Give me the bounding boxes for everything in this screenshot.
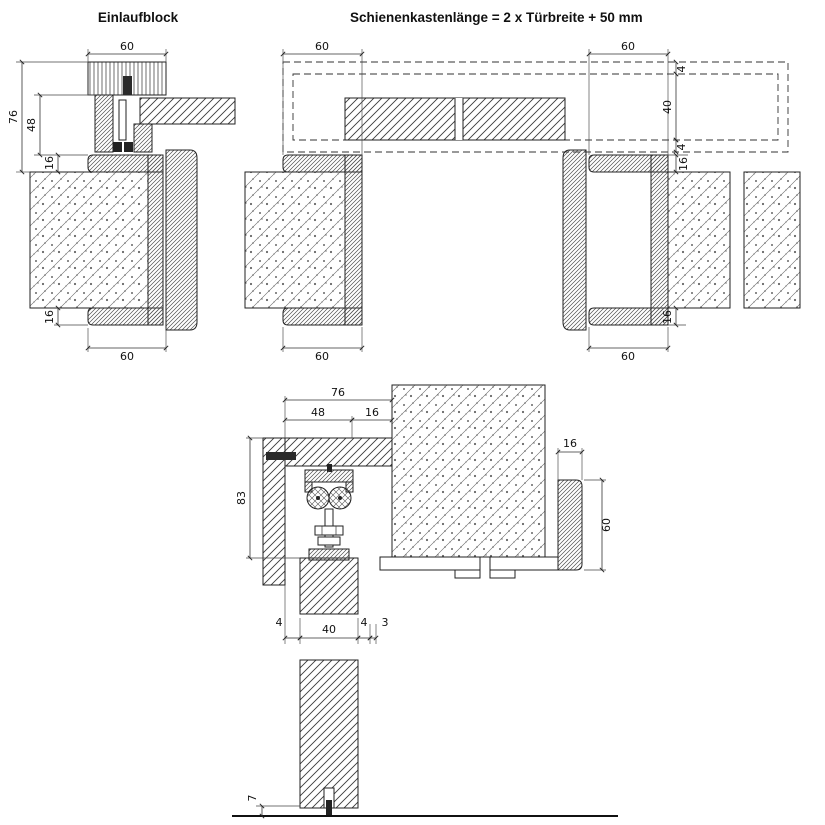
floor-guide-pin <box>326 800 332 816</box>
door-panel-joint <box>455 98 463 140</box>
dim-section-4-left: 4 <box>276 616 283 629</box>
dim-left-top-60: 60 <box>120 40 134 53</box>
dim-section-16-top: 16 <box>365 406 379 419</box>
frame-end-strip <box>650 154 669 326</box>
dim-section-16-frame: 16 <box>563 437 577 450</box>
dim-section-40: 40 <box>322 623 336 636</box>
dim-section-4-right: 4 <box>361 616 368 629</box>
door-leaf-upper <box>299 557 359 615</box>
seal-left <box>113 142 122 152</box>
wall-right-b <box>743 171 801 309</box>
soffit-hook-right <box>489 569 516 579</box>
title-einlaufblock: Einlaufblock <box>98 10 179 25</box>
door-leaf-lower <box>299 659 359 809</box>
running-rail <box>304 469 354 483</box>
dim-right-gap-bottom-4: 4 <box>675 144 688 151</box>
dim-middle-bottom-60: 60 <box>315 350 329 363</box>
dim-section-7: 7 <box>246 795 259 802</box>
lock-nut <box>317 536 341 546</box>
plan-left-dimensions: 60 76 48 16 16 60 <box>7 40 169 363</box>
wheel-axle-right <box>338 496 342 500</box>
titles: Einlaufblock Schienenkastenlänge = 2 x T… <box>98 10 643 25</box>
frame-lip-top <box>87 154 164 173</box>
soffit-hook-left <box>454 569 481 579</box>
dim-right-40: 40 <box>661 100 674 114</box>
door-panel-stub <box>139 97 236 125</box>
section-dimensions: 76 48 16 83 16 60 4 40 4 3 7 <box>235 386 613 819</box>
frame-strip-section <box>557 479 583 571</box>
seal-right <box>124 142 133 152</box>
dim-right-top-60: 60 <box>621 40 635 53</box>
wall-right-a <box>667 171 731 309</box>
hanger-plate <box>308 548 350 561</box>
frame-end-strip <box>147 154 164 326</box>
plan-right-dimensions: 60 4 40 4 16 16 60 <box>586 40 690 363</box>
fixing-screw <box>266 452 296 460</box>
einlaufblock-jamb-left <box>94 94 114 153</box>
frame-profile-rounded <box>165 149 198 331</box>
dim-left-16-bottom: 16 <box>43 310 56 324</box>
dim-section-76: 76 <box>331 386 345 399</box>
dim-right-16-bottom: 16 <box>661 310 674 324</box>
title-schienenkasten: Schienenkastenlänge = 2 x Türbreite + 50… <box>350 10 643 25</box>
frame-end-strip <box>344 154 363 326</box>
wall-section <box>391 384 546 558</box>
plan-right-detail <box>562 149 801 331</box>
soffit-profile-right <box>489 556 559 571</box>
einlaufblock-guide-fin <box>118 99 127 141</box>
wheel-axle-left <box>316 496 320 500</box>
dim-middle-top-60: 60 <box>315 40 329 53</box>
dim-section-83: 83 <box>235 491 248 505</box>
wall-middle <box>244 171 346 309</box>
rail-box-front-board <box>262 437 286 586</box>
plan-middle-dimensions: 60 60 <box>280 40 365 363</box>
dim-right-gap-top-4: 4 <box>675 66 688 73</box>
einlaufblock-screw <box>123 76 132 95</box>
dim-right-16-top: 16 <box>677 157 690 171</box>
frame-lip-bottom <box>87 307 164 326</box>
section-detail <box>232 384 618 817</box>
frame-lip-top <box>282 154 363 173</box>
wall-left <box>29 171 149 309</box>
einlaufblock-jamb-right <box>133 123 153 153</box>
plan-middle-detail <box>244 154 363 326</box>
dim-left-16-top: 16 <box>43 156 56 170</box>
dim-right-bottom-60: 60 <box>621 350 635 363</box>
dim-section-60: 60 <box>600 518 613 532</box>
door-panel-plan <box>344 97 566 141</box>
soffit-profile-left <box>379 556 481 571</box>
dim-left-48: 48 <box>25 118 38 132</box>
frame-lip-top <box>588 154 669 173</box>
adjust-nut <box>314 525 344 536</box>
dim-left-bottom-60: 60 <box>120 350 134 363</box>
rail-box-top-board <box>284 437 393 467</box>
frame-lip-bottom <box>588 307 669 326</box>
dim-section-48: 48 <box>311 406 325 419</box>
dim-section-3: 3 <box>382 616 389 629</box>
frame-profile-rounded <box>562 149 587 331</box>
plan-left-detail <box>29 61 236 331</box>
dim-left-76: 76 <box>7 110 20 124</box>
frame-lip-bottom <box>282 307 363 326</box>
rail-screw <box>327 464 332 472</box>
